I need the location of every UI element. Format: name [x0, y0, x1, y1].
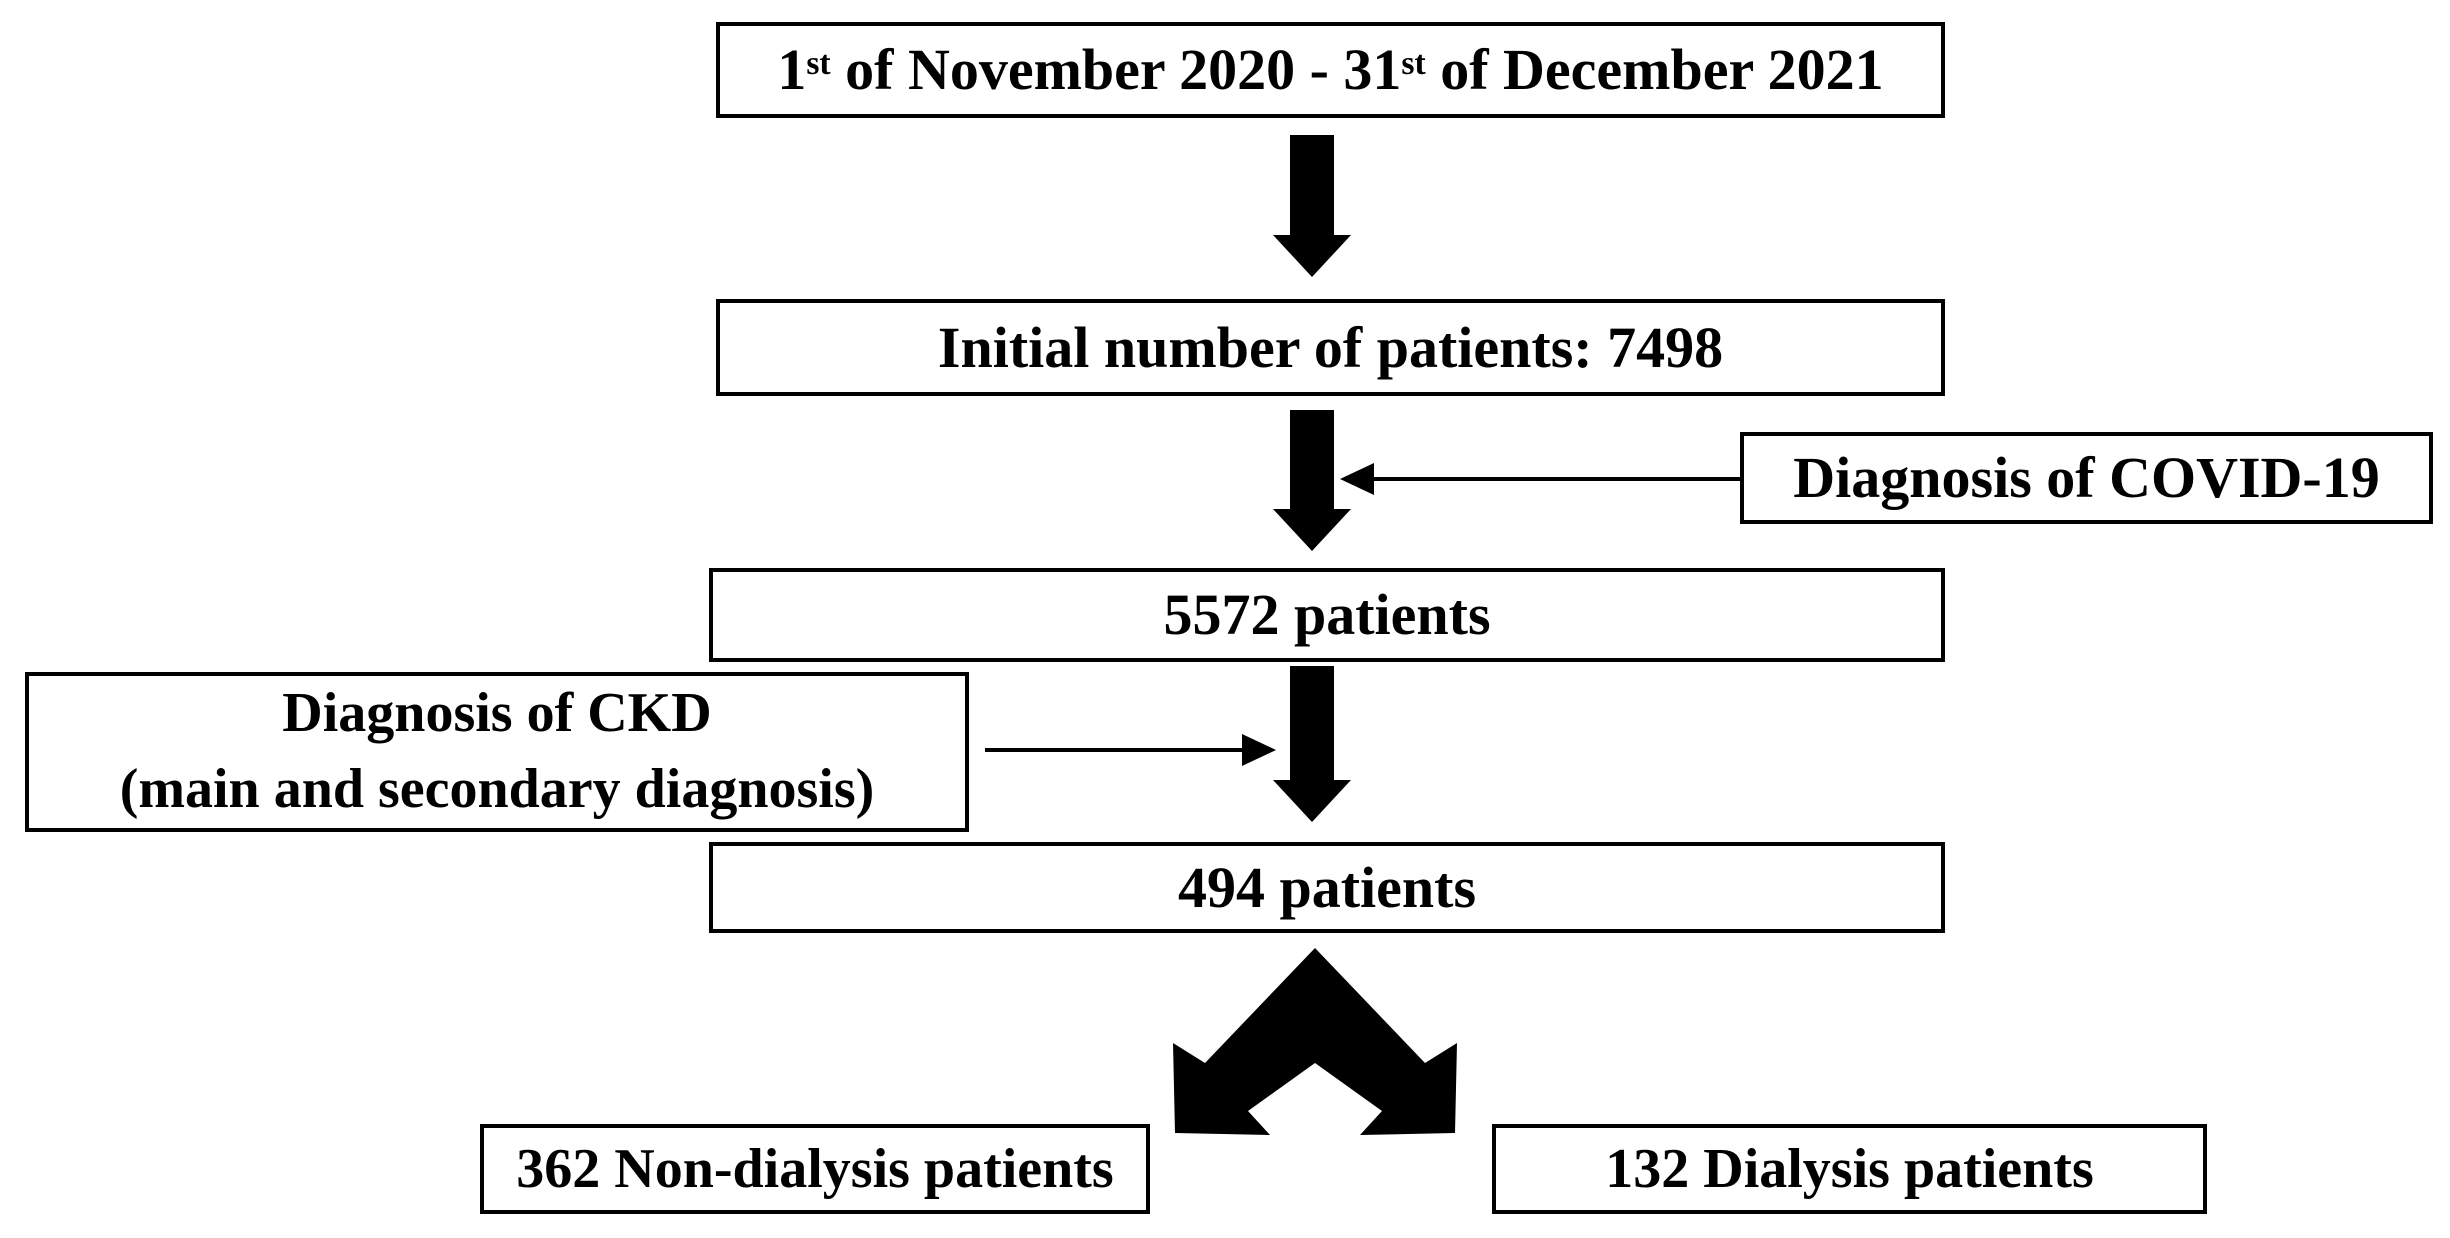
- down-block-arrow-1: [1273, 135, 1351, 277]
- down-block-arrow-2: [1273, 410, 1351, 551]
- covid-count-box: 5572 patients: [709, 568, 1945, 662]
- covid-exclusion-arrow: [1340, 463, 1740, 495]
- ckd-diagnosis-line1: Diagnosis of CKD: [282, 682, 712, 745]
- dialysis-box: 132 Dialysis patients: [1492, 1124, 2207, 1214]
- non-dialysis-box: 362 Non-dialysis patients: [480, 1124, 1150, 1214]
- ckd-count-box: 494 patients: [709, 842, 1945, 933]
- covid-count-text: 5572 patients: [1163, 582, 1491, 648]
- superscript-st-1: st: [806, 45, 831, 83]
- dialysis-text: 132 Dialysis patients: [1605, 1137, 2094, 1200]
- date-range-text: 1st of November 2020 - 31st of December …: [777, 37, 1884, 103]
- initial-patients-box: Initial number of patients: 7498: [716, 299, 1945, 396]
- down-block-arrow-3: [1273, 666, 1351, 822]
- date-range-box: 1st of November 2020 - 31st of December …: [716, 22, 1945, 118]
- ckd-count-text: 494 patients: [1177, 854, 1477, 920]
- superscript-st-2: st: [1401, 45, 1426, 83]
- ckd-diagnosis-line2: (main and secondary diagnosis): [119, 758, 875, 820]
- initial-patients-text: Initial number of patients: 7498: [937, 314, 1724, 380]
- ckd-selection-arrow: [985, 734, 1276, 766]
- split-arrow: [1173, 948, 1457, 1135]
- covid-diagnosis-text: Diagnosis of COVID-19: [1793, 445, 2380, 511]
- ckd-diagnosis-box: Diagnosis of CKD (main and secondary dia…: [25, 672, 969, 832]
- non-dialysis-text: 362 Non-dialysis patients: [516, 1137, 1114, 1200]
- covid-diagnosis-box: Diagnosis of COVID-19: [1740, 432, 2433, 524]
